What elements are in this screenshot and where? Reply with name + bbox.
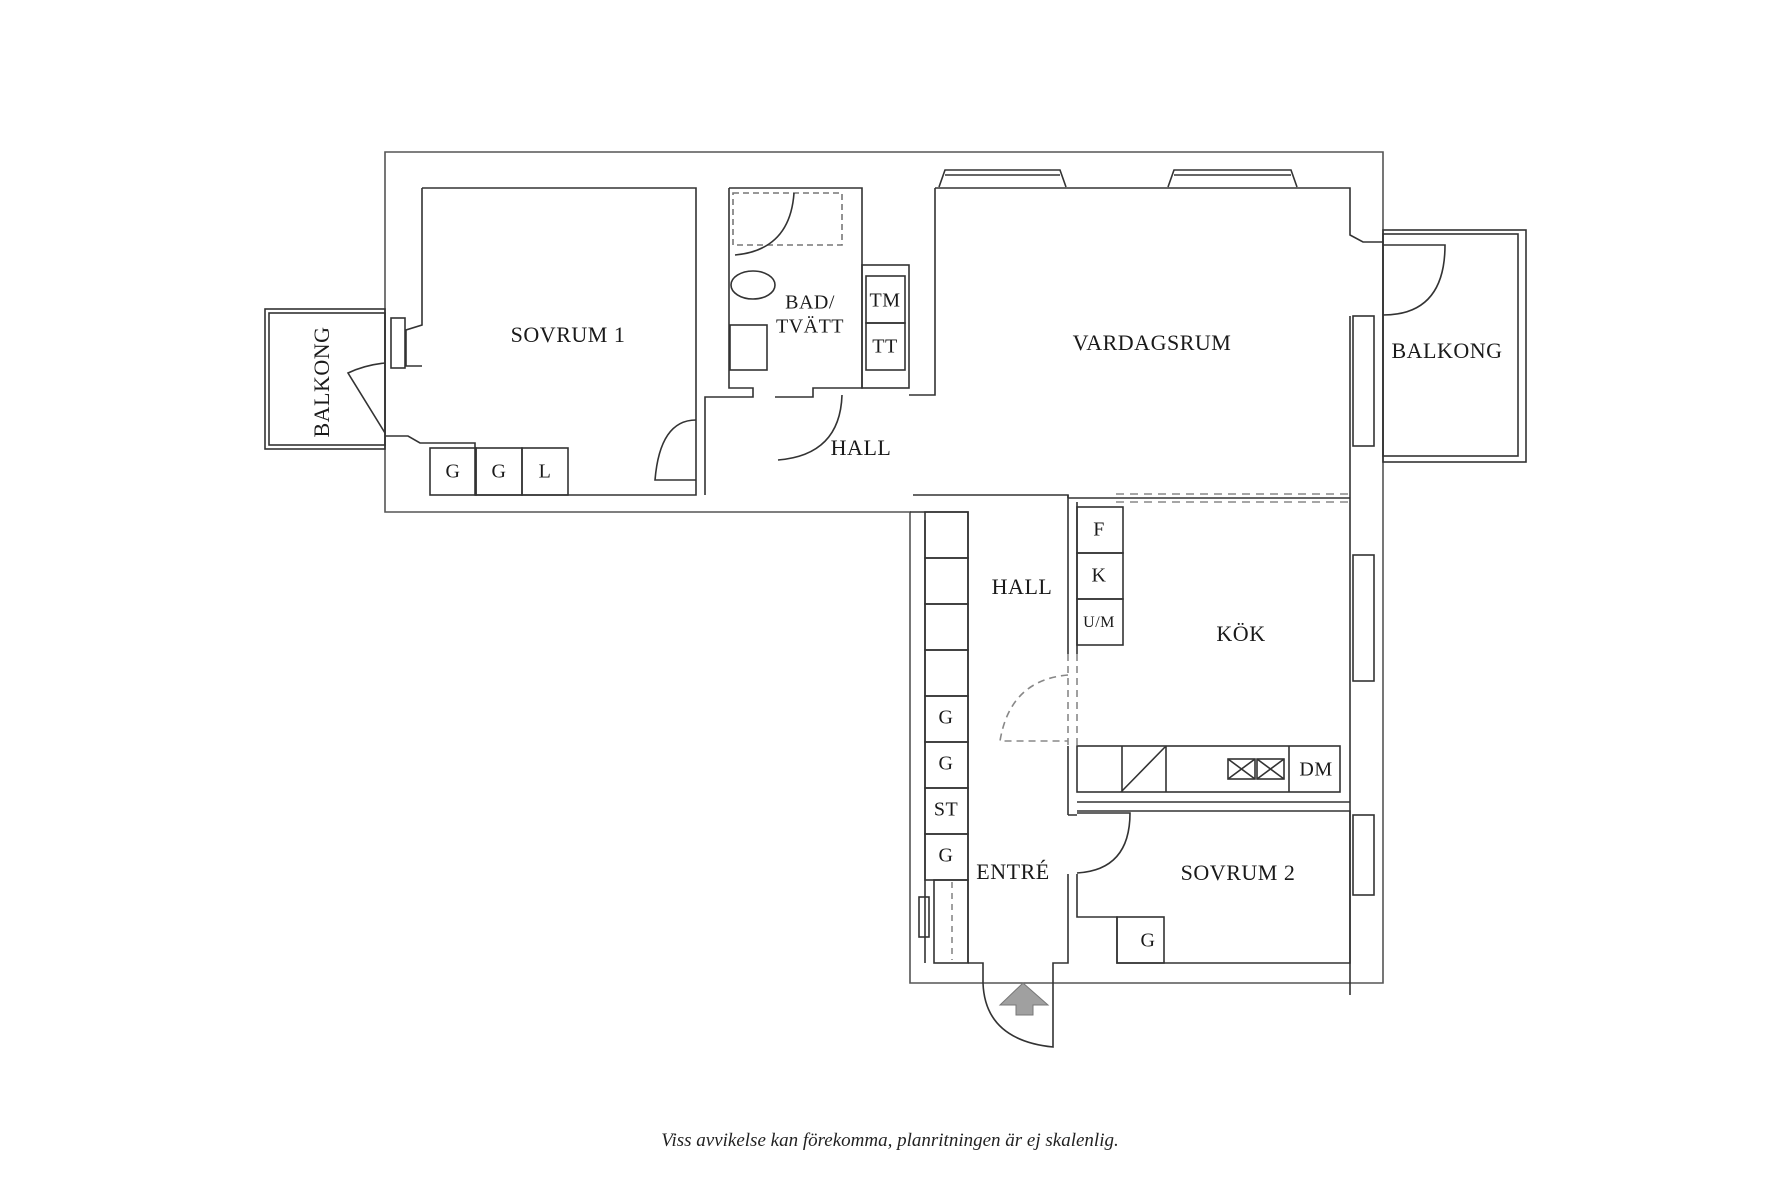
kitchen-bottom-wall: [1067, 746, 1350, 816]
entrance-arrow-icon: [998, 982, 1050, 1016]
closet-sovrum2: [1116, 916, 1165, 964]
living-walls: [909, 187, 1383, 499]
entre-cabinet-handle: [918, 896, 930, 938]
room-label-sovrum1: SOVRUM 1: [510, 322, 626, 347]
window-sovrum2: [1352, 814, 1375, 896]
hob-cross: [1227, 758, 1285, 780]
balcony-right-inner: [1382, 233, 1519, 457]
kitchen-walls: [1067, 495, 1078, 654]
kitchen-label-um: U/M: [1083, 614, 1115, 631]
hob-1: [1227, 758, 1256, 780]
bathtub: [732, 192, 843, 246]
room-label-hall-mid: HALL: [991, 574, 1053, 599]
room-label-entre: ENTRÉ: [976, 859, 1050, 884]
kitchen-open-dash: [1116, 493, 1350, 503]
entre-cabinet: [933, 879, 969, 964]
kitchen-label-dm: DM: [1299, 758, 1333, 781]
window-top-2: [1167, 169, 1298, 188]
hall-walls: [910, 511, 969, 963]
sovrum2-door: [1076, 812, 1131, 874]
hall-closet-label-g1: G: [938, 706, 954, 729]
sovrum1-walls: [385, 187, 697, 496]
sovrum2-walls: [1052, 810, 1351, 983]
room-label-sovrum2: SOVRUM 2: [1180, 860, 1296, 885]
room-label-balkong-left: BALKONG: [309, 326, 334, 438]
room-label-balkong-right: BALKONG: [1391, 338, 1503, 363]
hall-closet-label-g3: G: [938, 844, 954, 867]
room-label-tvatt: TVÄTT: [775, 315, 845, 338]
outer-wall: [384, 151, 1384, 984]
closet-label-l: L: [538, 460, 552, 483]
hall-cab-2: [924, 557, 969, 605]
closet-label-g1: G: [445, 460, 461, 483]
hall-cab-3: [924, 603, 969, 651]
kitchen-door-dashed: [999, 654, 1078, 746]
footnote: Viss avvikelse kan förekomma, planritnin…: [661, 1130, 1119, 1151]
laundry-label-tm: TM: [869, 289, 901, 312]
closet-l: [521, 447, 569, 496]
kitchen-counter: [1076, 745, 1341, 793]
kitchen-counter-parts: [1120, 746, 1290, 793]
hall-closet-label-st: ST: [933, 798, 959, 821]
window-sovrum1: [390, 317, 406, 369]
sovrum2-closet-label: G: [1140, 929, 1156, 952]
entrance-door: [968, 962, 1054, 1048]
hall-closet-label-g2: G: [938, 752, 954, 775]
bath-door: [777, 394, 843, 461]
balcony-left-inner: [268, 312, 386, 446]
balcony-right-door: [1382, 244, 1446, 316]
bath-walls: [704, 187, 863, 495]
toilet: [730, 270, 776, 300]
window-kok: [1352, 554, 1375, 682]
window-vardagsrum: [1352, 315, 1375, 447]
laundry-area: [861, 264, 910, 389]
window-top-1: [938, 169, 1067, 188]
room-label-kok: KÖK: [1216, 621, 1266, 646]
balcony-left-door: [346, 362, 386, 434]
hall-cab-4: [924, 649, 969, 697]
kitchen-label-f: F: [1093, 518, 1105, 541]
hob-2: [1256, 758, 1285, 780]
sink: [729, 324, 768, 371]
hall-cab-1: [924, 511, 969, 559]
dryer-tt: [865, 322, 906, 371]
closet-label-g2: G: [491, 460, 507, 483]
kitchen-label-k: K: [1091, 564, 1107, 587]
shower-curtain: [734, 192, 795, 256]
sovrum1-door: [654, 419, 697, 481]
laundry-label-tt: TT: [872, 335, 898, 358]
room-label-bad: BAD/: [785, 291, 835, 314]
room-label-hall-top: HALL: [830, 435, 892, 460]
kitchen-oven-um: [1076, 598, 1124, 646]
room-label-vardagsrum: VARDAGSRUM: [1072, 330, 1232, 355]
